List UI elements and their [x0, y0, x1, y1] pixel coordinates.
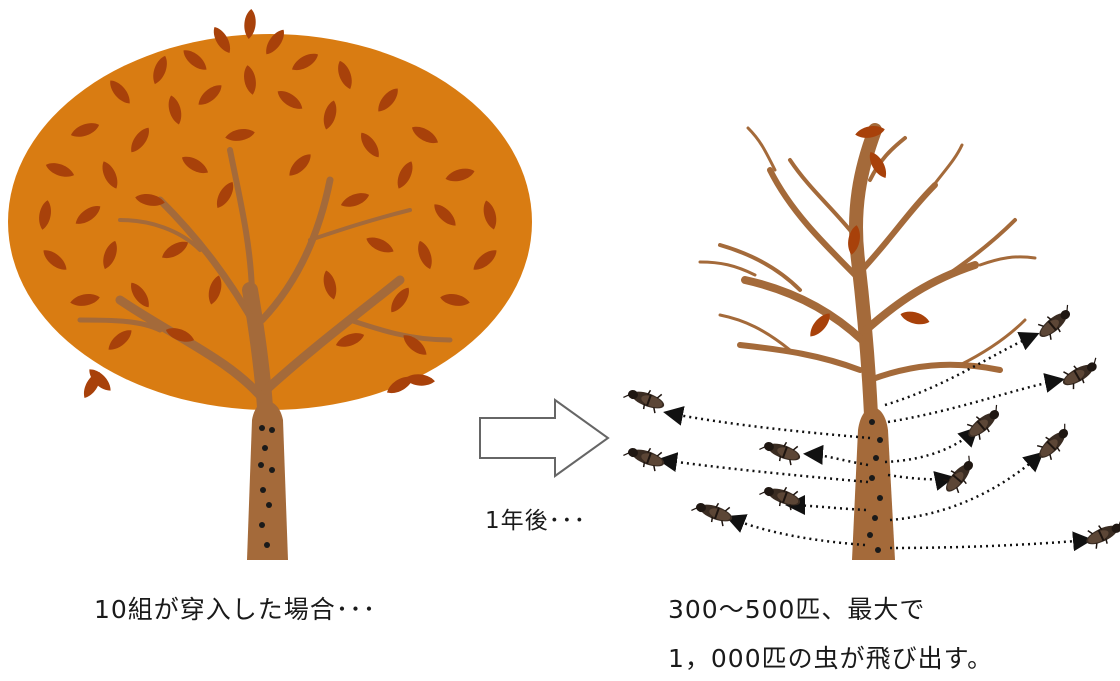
- left-tree-bore-holes: [258, 425, 275, 548]
- left-tree-trunk: [247, 401, 288, 560]
- left-healthy-tree: [8, 8, 532, 560]
- caption-before: 10組が穿入した場合･･･: [94, 595, 377, 624]
- right-bare-tree: [698, 123, 1037, 560]
- right-tree-bore-holes: [867, 419, 883, 553]
- beetle-icon: [757, 478, 805, 513]
- beetle-icon: [1032, 420, 1077, 465]
- beetle-icon: [1057, 353, 1105, 393]
- beetle-icon: [621, 439, 669, 474]
- beetle-icon: [938, 452, 982, 499]
- right-tree-branches: [698, 123, 1037, 447]
- beetle-icon: [757, 433, 805, 468]
- beetle-icon: [961, 401, 1008, 445]
- beetle-icon: [689, 494, 737, 529]
- beetle-icon: [621, 381, 669, 416]
- right-arrow-icon: [479, 398, 610, 478]
- caption-after-line-1: 300～500匹、最大で: [668, 595, 926, 624]
- beetle-icon: [1081, 515, 1120, 552]
- caption-one-year-later: 1年後･･･: [485, 508, 587, 534]
- right-tree-trunk: [852, 407, 895, 560]
- caption-after-line-2: 1，000匹の虫が飛び出す。: [668, 644, 994, 673]
- beetle-icon: [1032, 301, 1079, 345]
